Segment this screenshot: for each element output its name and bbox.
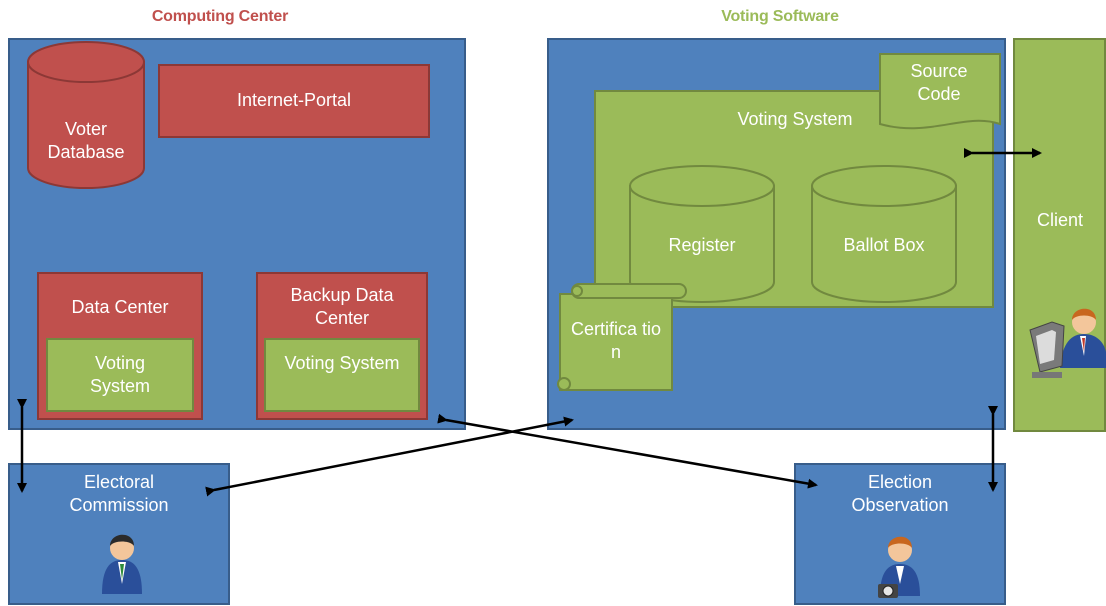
- arrow-ec-to-vs: [205, 416, 574, 497]
- voting-system-label: Voting System: [737, 109, 853, 129]
- electoral-commission-box: Electoral Commission: [8, 463, 230, 605]
- election-observation-label: Election Observation: [851, 472, 949, 516]
- data-center-label: Data Center: [71, 297, 169, 317]
- backup-data-center-box: Backup Data Center Voting System: [256, 272, 428, 420]
- certification-label: Certifica tion: [570, 319, 662, 363]
- data-center-voting-system: Voting System: [46, 338, 194, 412]
- client-label: Client: [1036, 210, 1084, 230]
- computing-center-heading: Computing Center: [151, 8, 289, 25]
- voter-database-label: Voter Database: [47, 119, 125, 163]
- backup-data-center-label: Backup Data Center: [290, 285, 394, 329]
- voting-software-heading: Voting Software: [721, 8, 839, 25]
- election-observation-box: Election Observation: [794, 463, 1006, 605]
- internet-portal-box: Internet-Portal: [158, 64, 430, 138]
- data-center-voting-system-label: Voting System: [89, 352, 150, 396]
- backup-voting-system-label: Voting System: [284, 353, 400, 373]
- source-code-label: Source Code: [910, 61, 968, 105]
- client-box: [1013, 38, 1106, 432]
- ballot-box-label: Ballot Box: [843, 235, 925, 255]
- internet-portal-label: Internet-Portal: [236, 90, 352, 111]
- data-center-box: Data Center Voting System: [37, 272, 203, 420]
- electoral-commission-label: Electoral Commission: [69, 472, 169, 516]
- backup-voting-system: Voting System: [264, 338, 420, 412]
- register-label: Register: [668, 235, 736, 255]
